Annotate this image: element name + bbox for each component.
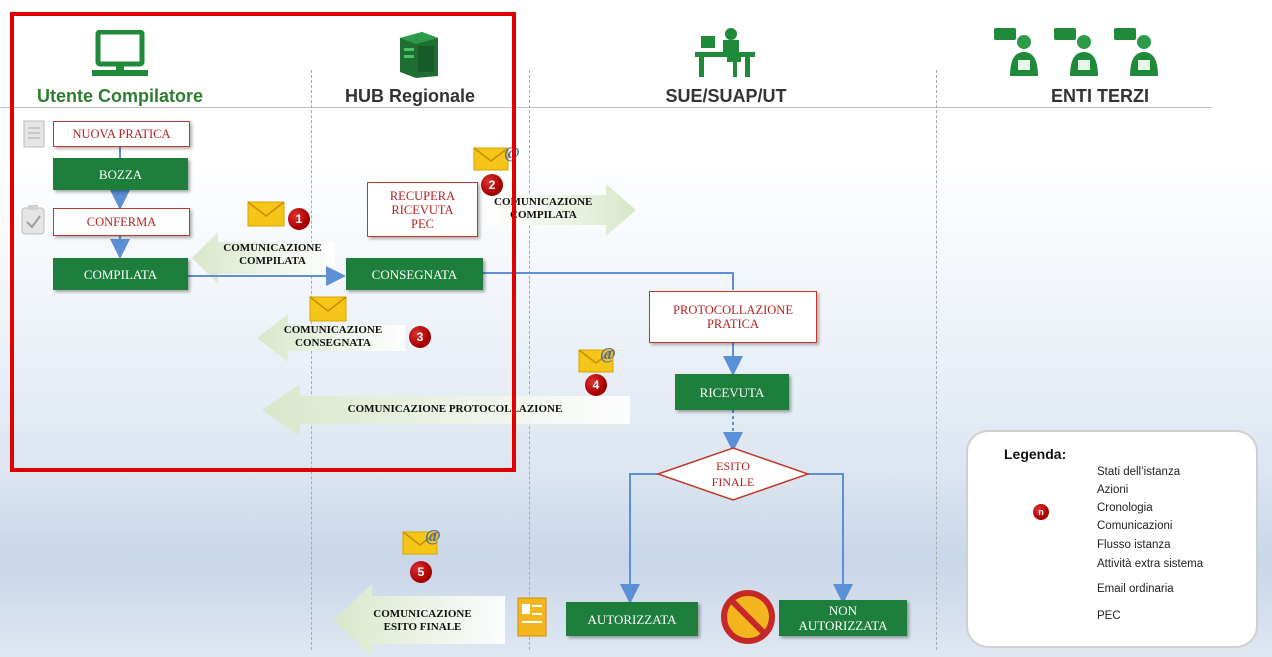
action-nuova-pratica: NUOVA PRATICA <box>53 121 190 147</box>
comm-arrow-4 <box>262 384 630 436</box>
lane-title-utente: Utente Compilatore <box>36 86 204 106</box>
authorized-document-icon <box>517 597 547 637</box>
lane-divider-1 <box>311 70 312 650</box>
action-protocollazione-pratica: PROTOCOLLAZIONE PRATICA <box>649 291 817 343</box>
lane-divider-3 <box>936 70 937 650</box>
chronology-badge-4: 4 <box>585 374 607 396</box>
lane-title-hub: HUB Regionale <box>344 86 476 106</box>
legend-item-azioni: Azioni <box>1097 484 1129 496</box>
legend-chronology-badge: n <box>1033 504 1049 520</box>
svg-text:@: @ <box>425 526 441 545</box>
comm-arrow-3 <box>257 314 405 362</box>
email-icon <box>309 296 347 322</box>
legend-item-extra: Attività extra sistema <box>1097 558 1204 570</box>
action-conferma: CONFERMA <box>53 208 190 236</box>
action-recupera-ricevuta-pec: RECUPERA RICEVUTA PEC <box>367 182 478 237</box>
legend-item-comunicazioni: Comunicazioni <box>1097 520 1173 532</box>
comm-arrow-5 <box>333 584 505 656</box>
action-recupera-line3: PEC <box>411 216 434 231</box>
chronology-badge-3: 3 <box>409 326 431 348</box>
action-recupera-line2: RICEVUTA <box>391 202 454 217</box>
legend-item-flusso: Flusso istanza <box>1097 539 1171 551</box>
state-autorizzata: AUTORIZZATA <box>566 602 698 636</box>
comm-3-line1: COMUNICAZIONE <box>283 324 383 336</box>
comm-arrow-1 <box>192 232 335 284</box>
comm-5-line2: ESITO FINALE <box>383 621 462 633</box>
legend-item-cronologia: Cronologia <box>1097 502 1153 514</box>
pec-icon: @ <box>578 344 616 373</box>
chronology-badge-2: 2 <box>481 174 503 196</box>
comm-1-line1: COMUNICAZIONE <box>223 242 322 254</box>
action-protocollazione-line2: PRATICA <box>706 317 760 331</box>
denied-icon <box>721 590 775 644</box>
legend-title: Legenda: <box>1004 446 1067 462</box>
svg-text:@: @ <box>600 344 616 363</box>
state-ricevuta: RICEVUTA <box>675 374 789 410</box>
computer-monitor-icon <box>92 30 148 76</box>
people-at-computers-icon <box>994 28 1158 76</box>
state-compilata: COMPILATA <box>53 258 188 290</box>
comm-2-line1: COMUNICAZIONE <box>494 196 593 208</box>
chronology-badge-5: 5 <box>410 561 432 583</box>
comm-5-line1: COMUNICAZIONE <box>373 608 472 620</box>
legend-box <box>966 430 1258 648</box>
server-icon <box>400 32 438 78</box>
action-protocollazione-line1: PROTOCOLLAZIONE <box>673 303 793 317</box>
comm-1-line2: COMPILATA <box>239 255 306 267</box>
comm-arrow-2 <box>487 184 636 236</box>
legend-item-email: Email ordinaria <box>1097 583 1174 595</box>
clipboard-check-icon <box>21 205 45 235</box>
legend-item-pec: PEC <box>1097 610 1121 622</box>
header-separator <box>0 107 1212 108</box>
office-desk-icon <box>695 28 755 77</box>
comm-label-3: COMUNICAZIONE CONSEGNATA <box>268 324 398 350</box>
comm-label-1: COMUNICAZIONE COMPILATA <box>210 242 335 268</box>
comm-label-2: COMUNICAZIONE COMPILATA <box>494 196 619 222</box>
comm-3-line2: CONSEGNATA <box>295 337 371 349</box>
state-non-autorizzata-line2: AUTORIZZATA <box>798 618 888 633</box>
comm-2-line2: COMPILATA <box>510 209 577 221</box>
highlight-frame <box>10 12 516 472</box>
lane-divider-2 <box>529 70 530 650</box>
lane-title-enti: ENTI TERZI <box>1051 86 1149 106</box>
state-non-autorizzata: NON AUTORIZZATA <box>779 600 907 636</box>
action-recupera-line1: RECUPERA <box>389 188 456 203</box>
comm-label-4: COMUNICAZIONE PROTOCOLLAZIONE <box>347 403 563 415</box>
state-non-autorizzata-line1: NON <box>828 603 858 618</box>
email-icon <box>247 201 285 227</box>
document-icon <box>23 120 45 148</box>
state-consegnata: CONSEGNATA <box>346 258 483 290</box>
lane-title-sue: SUE/SUAP/UT <box>665 86 787 106</box>
comm-label-5: COMUNICAZIONE ESITO FINALE <box>355 608 490 634</box>
legend-item-stati: Stati dell’istanza <box>1097 466 1181 478</box>
state-bozza: BOZZA <box>53 158 188 190</box>
chronology-badge-1: 1 <box>288 208 310 230</box>
pec-icon: @ <box>402 526 441 555</box>
decision-label-1: ESITO <box>716 459 750 473</box>
decision-diamond <box>655 447 811 501</box>
decision-label-2: FINALE <box>712 475 755 489</box>
